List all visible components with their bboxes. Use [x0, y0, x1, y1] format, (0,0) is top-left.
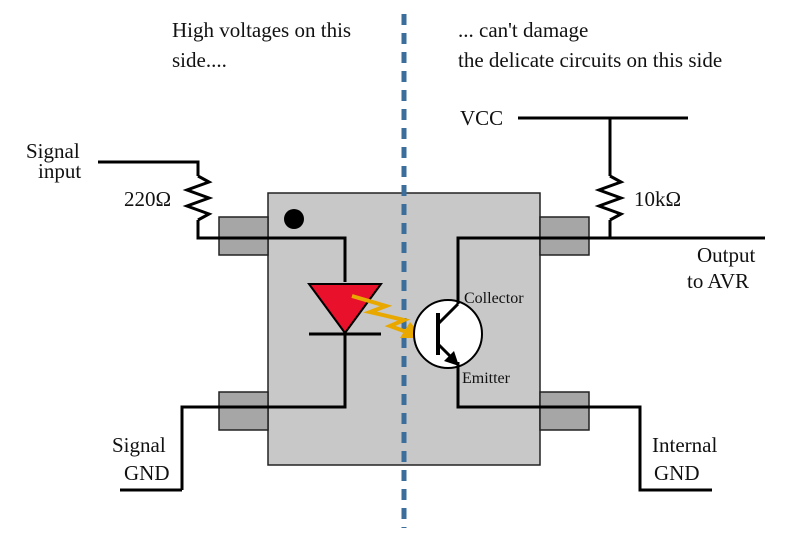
pin-anode	[218, 216, 269, 256]
light-zigzag	[351, 294, 413, 336]
note-right-line1: ... can't damage	[458, 18, 588, 42]
signal-gnd-label-line2: GND	[124, 461, 170, 485]
transistor-collector-leg	[436, 302, 460, 326]
output-label-line2: to AVR	[687, 269, 749, 293]
pin-collector	[539, 216, 590, 256]
resistor-220-label: 220Ω	[124, 187, 171, 211]
phototransistor-circle	[413, 299, 483, 369]
led-triangle	[307, 283, 383, 335]
collector-label: Collector	[464, 290, 524, 307]
cathode-wire	[180, 333, 347, 490]
internal-gnd-label-line1: Internal	[652, 433, 717, 457]
emitter-arrowhead	[444, 351, 459, 366]
internal-gnd-label-line2: GND	[654, 461, 700, 485]
resistor-10k-zigzag	[594, 174, 626, 222]
emitter-label: Emitter	[462, 370, 511, 387]
note-left-line1: High voltages on this	[172, 18, 351, 42]
pin-emitter	[539, 391, 590, 431]
resistor-10k-label: 10kΩ	[634, 187, 681, 211]
emitter-wire	[456, 362, 712, 492]
signal-gnd-label-line1: Signal	[112, 433, 166, 457]
signal-input-wire	[98, 160, 200, 176]
resistor-220-zigzag	[182, 174, 214, 222]
anode-wire	[196, 220, 347, 282]
signal-input-label-line2: input	[38, 159, 81, 183]
collector-wire	[456, 236, 765, 304]
note-right-line2: the delicate circuits on this side	[458, 48, 722, 72]
pin1-marker-dot	[284, 209, 304, 229]
note-left-line2: side....	[172, 48, 227, 72]
output-label-line1: Output	[697, 243, 756, 267]
vcc-label: VCC	[460, 106, 503, 130]
signal-input-label-line1: Signal	[26, 139, 80, 163]
pin-cathode	[218, 391, 269, 431]
